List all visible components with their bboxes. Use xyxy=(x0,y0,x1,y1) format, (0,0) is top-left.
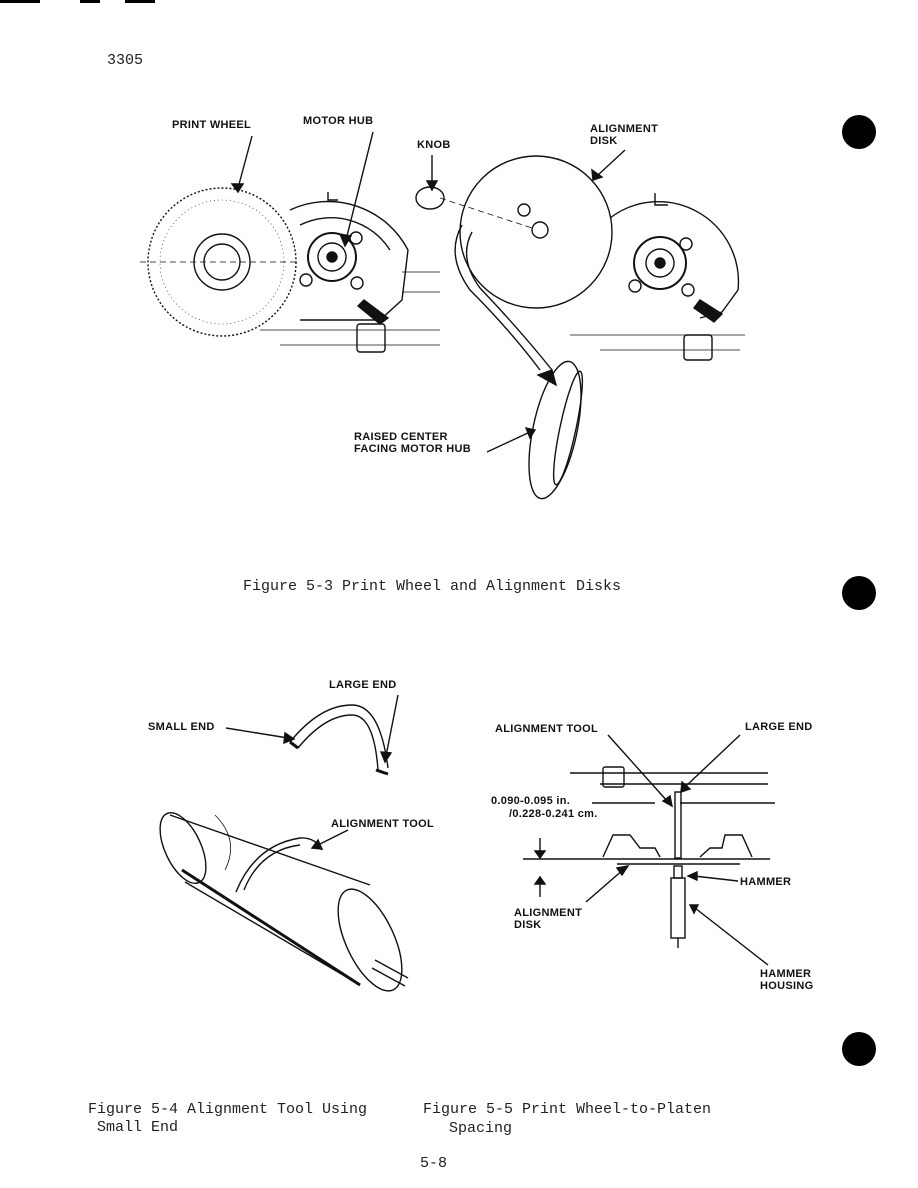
label-raised-center: RAISED CENTER FACING MOTOR HUB xyxy=(354,431,471,455)
figure-5-4-caption-line2: Small End xyxy=(97,1119,179,1136)
label-alignment-disk-5-5: ALIGNMENT DISK xyxy=(514,907,582,931)
label-alignment-disk-5-5-line1: ALIGNMENT xyxy=(514,907,583,919)
label-alignment-disk-line2: DISK xyxy=(590,135,618,147)
label-raised-center-line2: FACING MOTOR HUB xyxy=(354,443,472,455)
scan-edge-mark xyxy=(125,0,155,3)
label-spacing-cm: /0.228-0.241 cm. xyxy=(509,808,598,820)
label-spacing-in: 0.090-0.095 in. xyxy=(491,795,571,807)
scan-edge-mark xyxy=(0,0,40,3)
label-small-end: SMALL END xyxy=(148,721,215,733)
figure-5-4-caption-line1: Figure 5-4 Alignment Tool Using xyxy=(88,1101,368,1118)
label-print-wheel: PRINT WHEEL xyxy=(172,119,252,131)
figure-5-3-caption: Figure 5-3 Print Wheel and Alignment Dis… xyxy=(243,578,622,595)
label-raised-center-line1: RAISED CENTER xyxy=(354,431,448,443)
label-alignment-disk: ALIGNMENT DISK xyxy=(590,123,658,147)
binder-hole xyxy=(842,1032,876,1066)
binder-hole xyxy=(842,576,876,610)
label-hammer-housing: HAMMER HOUSING xyxy=(760,968,813,992)
label-alignment-disk-line1: ALIGNMENT xyxy=(590,123,659,135)
label-hammer: HAMMER xyxy=(740,876,792,888)
page-number: 5-8 xyxy=(420,1155,448,1172)
figure-5-5-caption-line1: Figure 5-5 Print Wheel-to-Platen xyxy=(423,1101,712,1118)
figure-5-5-caption-line2: Spacing xyxy=(449,1120,513,1137)
label-hammer-housing-line2: HOUSING xyxy=(760,980,814,992)
label-large-end-5-4: LARGE END xyxy=(329,679,397,691)
label-large-end-5-5: LARGE END xyxy=(745,721,813,733)
label-alignment-disk-5-5-line2: DISK xyxy=(514,919,542,931)
document-number: 3305 xyxy=(107,52,144,69)
label-knob: KNOB xyxy=(417,139,451,151)
label-alignment-tool-5-4: ALIGNMENT TOOL xyxy=(331,818,434,830)
label-alignment-tool-5-5: ALIGNMENT TOOL xyxy=(495,723,598,735)
binder-hole xyxy=(842,115,876,149)
scan-edge-mark xyxy=(80,0,100,3)
label-hammer-housing-line1: HAMMER xyxy=(760,968,812,980)
label-motor-hub: MOTOR HUB xyxy=(303,115,374,127)
